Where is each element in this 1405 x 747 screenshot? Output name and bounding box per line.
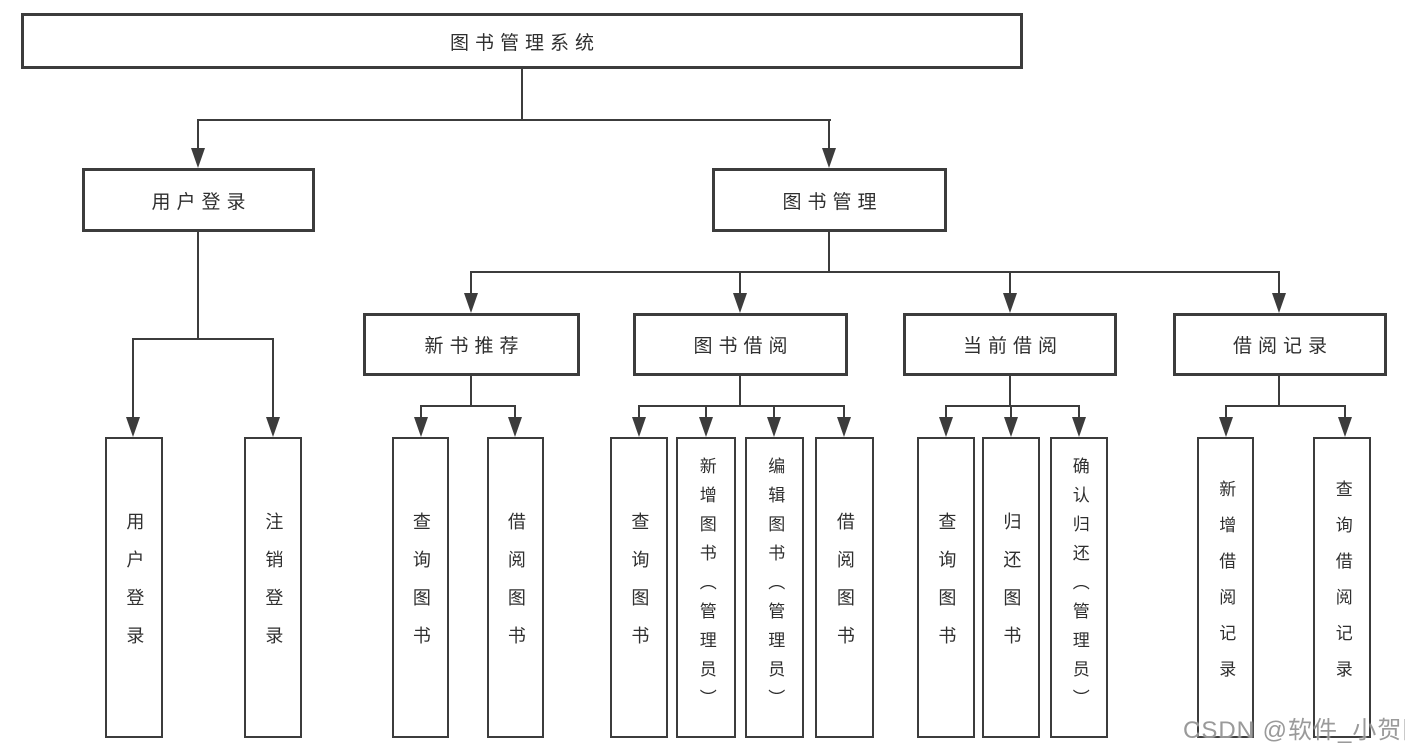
leaf-label: 编辑图书（管理员）: [765, 457, 785, 718]
edge-line: [420, 405, 422, 421]
leaf-label: 新增图书（管理员）: [696, 457, 716, 718]
edge-arrowhead: [1272, 293, 1286, 313]
leaf-edit-book-admin: 编辑图书（管理员）: [745, 437, 804, 738]
edge-arrowhead: [699, 417, 713, 437]
edge-line: [638, 405, 844, 407]
edge-line: [1225, 405, 1227, 421]
edge-line: [1225, 405, 1346, 407]
leaf-query-borrow-record: 查询借阅记录: [1313, 437, 1371, 738]
edge-arrowhead: [191, 148, 205, 168]
leaf-label: 查询借阅记录: [1332, 479, 1352, 696]
leaf-label: 查询图书: [936, 511, 957, 664]
edge-arrowhead: [126, 417, 140, 437]
edge-line: [705, 405, 707, 421]
node-borrow-records: 借阅记录: [1173, 313, 1387, 376]
edge-line: [521, 68, 523, 121]
edge-line: [197, 119, 199, 151]
leaf-label: 注销登录: [263, 511, 284, 664]
edge-line: [945, 405, 947, 421]
edge-arrowhead: [1004, 417, 1018, 437]
node-library-system: 图书管理系统: [21, 13, 1023, 69]
edge-line: [470, 374, 472, 407]
edge-arrowhead: [414, 417, 428, 437]
edge-arrowhead: [464, 293, 478, 313]
leaf-logout: 注销登录: [244, 437, 302, 738]
edge-line: [470, 271, 472, 297]
edge-line: [739, 374, 741, 407]
node-new-book-recommend: 新书推荐: [363, 313, 580, 376]
edge-line: [945, 405, 1079, 407]
leaf-borrow-book-recommend: 借阅图书: [487, 437, 544, 738]
edge-line: [132, 338, 134, 421]
edge-arrowhead: [1072, 417, 1086, 437]
node-book-management: 图书管理: [712, 168, 947, 232]
leaf-label: 确认归还（管理员）: [1069, 457, 1089, 718]
edge-line: [132, 338, 274, 340]
edge-line: [272, 338, 274, 421]
leaf-confirm-return-admin: 确认归还（管理员）: [1050, 437, 1108, 738]
node-user-login: 用户登录: [82, 168, 315, 232]
leaf-label: 新增借阅记录: [1216, 479, 1236, 696]
edge-line: [1009, 271, 1011, 297]
leaf-return-book: 归还图书: [982, 437, 1040, 738]
leaf-label: 归还图书: [1001, 511, 1022, 664]
leaf-borrow-book: 借阅图书: [815, 437, 874, 738]
leaf-label: 借阅图书: [505, 511, 526, 664]
edge-arrowhead: [1338, 417, 1352, 437]
edge-line: [1009, 374, 1011, 407]
leaf-label: 用户登录: [124, 511, 145, 664]
edge-line: [197, 230, 199, 340]
edge-arrowhead: [1219, 417, 1233, 437]
leaf-user-login: 用户登录: [105, 437, 163, 738]
edge-arrowhead: [837, 417, 851, 437]
edge-line: [1010, 405, 1012, 421]
edge-line: [1078, 405, 1080, 421]
leaf-add-borrow-record: 新增借阅记录: [1197, 437, 1254, 738]
edge-arrowhead: [632, 417, 646, 437]
node-current-borrow: 当前借阅: [903, 313, 1117, 376]
edge-arrowhead: [939, 417, 953, 437]
edge-line: [470, 271, 1280, 273]
edge-arrowhead: [767, 417, 781, 437]
leaf-query-books-recommend: 查询图书: [392, 437, 449, 738]
leaf-label: 查询图书: [629, 511, 650, 664]
edge-arrowhead: [1003, 293, 1017, 313]
edge-line: [739, 271, 741, 297]
csdn-watermark: CSDN @软件_小贺同学: [1183, 717, 1405, 744]
edge-line: [514, 405, 516, 421]
edge-line: [638, 405, 640, 421]
leaf-label: 查询图书: [410, 511, 431, 664]
leaf-query-books-borrow: 查询图书: [610, 437, 668, 738]
edge-arrowhead: [733, 293, 747, 313]
edge-arrowhead: [822, 148, 836, 168]
edge-line: [1278, 271, 1280, 297]
leaf-add-book-admin: 新增图书（管理员）: [676, 437, 736, 738]
edge-line: [1344, 405, 1346, 421]
edge-line: [828, 230, 830, 273]
edge-line: [828, 119, 830, 151]
edge-line: [420, 405, 516, 407]
edge-line: [843, 405, 845, 421]
leaf-label: 借阅图书: [834, 511, 855, 664]
node-book-borrow: 图书借阅: [633, 313, 848, 376]
edge-line: [1278, 374, 1280, 407]
edge-arrowhead: [266, 417, 280, 437]
edge-line: [773, 405, 775, 421]
leaf-query-books-current: 查询图书: [917, 437, 975, 738]
edge-line: [197, 119, 831, 121]
edge-arrowhead: [508, 417, 522, 437]
